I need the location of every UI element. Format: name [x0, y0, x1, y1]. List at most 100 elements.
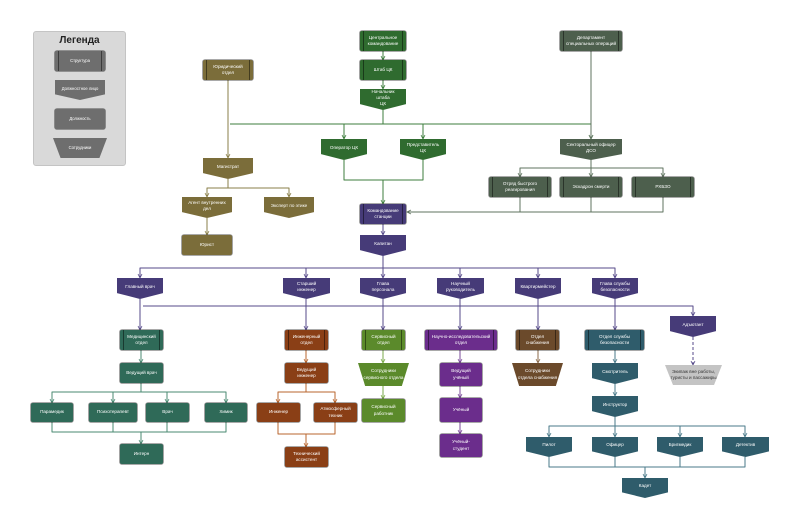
- node-service-worker: Сервисный работник: [362, 399, 405, 422]
- node-magistrate: Магистрат: [203, 158, 253, 179]
- node-label: Сотрудники сервисного отдела: [363, 368, 404, 380]
- node-label: Секторальный офицер ДСО: [566, 141, 616, 153]
- node-label: Представитель ЦК: [406, 141, 440, 153]
- node-science-dept: Научно-исследовательский отдел: [425, 330, 497, 350]
- node-hos: Глава службы безопасности: [592, 278, 638, 299]
- connector-arrow: [383, 123, 591, 139]
- connector-arrow: [306, 391, 335, 403]
- connector-arrow: [520, 160, 592, 177]
- legend-title: Легенда: [59, 35, 100, 46]
- connector-arrow: [591, 167, 663, 177]
- node-label: Психотерапевт: [96, 409, 130, 415]
- node-label: Отдел службы безопасности: [599, 333, 630, 345]
- node-iaa: Агент внутренних дел: [182, 197, 232, 218]
- node-label: Детектив: [735, 442, 756, 448]
- node-service-staff: Сотрудники сервисного отдела: [358, 363, 409, 386]
- node-label: Учёный: [452, 406, 470, 412]
- node-ethics: Эксперт по этике: [264, 197, 314, 218]
- connector-arrow: [228, 187, 289, 197]
- node-label: Сервисный работник: [371, 404, 396, 416]
- node-label: Врач: [162, 409, 173, 415]
- node-label: Сервисный отдел: [371, 333, 396, 345]
- connector-arrow: [51, 422, 227, 433]
- node-doctor: Врач: [146, 403, 189, 422]
- connector-arrow: [52, 383, 142, 403]
- connector-arrow: [615, 425, 745, 437]
- node-label: Квартирмейстер: [520, 283, 556, 289]
- node-supply-dept: Отдел снабжения: [516, 330, 559, 350]
- node-label: Ведущий врач: [126, 369, 157, 375]
- node-detective: Детектив: [722, 437, 769, 457]
- node-label: Парамедик: [40, 409, 64, 415]
- node-ert: Отряд быстрого реагирования: [489, 177, 551, 197]
- node-label: Штаб ЦК: [373, 66, 393, 72]
- node-label: Оператор ЦК: [329, 144, 359, 150]
- node-label: Экипаж вне работы, туристы и пассажиры: [670, 368, 717, 380]
- node-label: Инженерный отдел: [292, 333, 321, 345]
- node-label: Офицер: [606, 442, 624, 448]
- node-lead-scientist: Ведущий учёный: [440, 363, 482, 386]
- node-label: Научный руководитель: [445, 280, 476, 292]
- node-engineer: Инженер: [257, 403, 300, 422]
- node-adjutant: Адъютант: [670, 316, 716, 337]
- legend-staff-label: Сотрудники: [68, 145, 92, 151]
- node-label: Главный врач: [125, 283, 155, 289]
- node-label: Сотрудники отдела снабжения: [517, 368, 558, 380]
- node-atmos: Атмосферный техник: [314, 403, 357, 422]
- node-label: Ведущий учёный: [451, 368, 471, 380]
- node-security-dept: Отдел службы безопасности: [585, 330, 644, 350]
- connector-arrow: [383, 267, 615, 278]
- legend-staff: Сотрудники: [53, 138, 107, 158]
- node-label: Юрист: [199, 241, 215, 247]
- node-label: Агент внутренних дел: [188, 199, 226, 211]
- node-hop: Глава персонала: [360, 278, 406, 299]
- node-lead-engineer: Ведущий инженер: [285, 363, 328, 383]
- node-psychologist: Психотерапевт: [89, 403, 137, 422]
- legend-official: Должностное лицо: [55, 80, 105, 100]
- node-label: Медицинский отдел: [127, 333, 156, 345]
- node-centcom: Центральное командование: [360, 31, 406, 51]
- node-label: Научно-исследовательский отдел: [431, 333, 491, 345]
- node-label: Магистрат: [216, 163, 240, 169]
- connector-arrow: [278, 383, 307, 403]
- node-officer: Офицер: [592, 437, 638, 457]
- connector-arrow: [549, 417, 616, 437]
- node-station-command: Командование станции: [360, 204, 406, 224]
- node-label: Старший инженер: [296, 280, 317, 292]
- legend-position: Должность: [55, 109, 105, 129]
- node-brigmedic: Бригмедик: [657, 437, 703, 457]
- node-label: Химик: [219, 409, 233, 415]
- node-rhbzo: РХБЗО: [632, 177, 694, 197]
- legend-position-label: Должность: [69, 116, 91, 122]
- node-deathsquad: Эскадрон смерти: [560, 177, 622, 197]
- node-offduty: Экипаж вне работы, туристы и пассажиры: [665, 365, 722, 385]
- node-label: Эскадрон смерти: [572, 183, 610, 189]
- node-scientist: Учёный: [440, 398, 482, 422]
- legend-structure: Структура: [55, 51, 105, 71]
- node-tech-assistant: Технический ассистент: [285, 447, 328, 467]
- legend-structure-label: Структура: [70, 58, 90, 64]
- node-warden: Смотритель: [592, 363, 638, 384]
- connector-arrow: [143, 305, 693, 316]
- connector-arrow: [140, 256, 384, 278]
- node-label: Юридический отдел: [213, 63, 243, 75]
- node-centcom-chief: Начальник штаба ЦК: [360, 89, 406, 110]
- legend-panel: Легенда Структура Должностное лицо Должн…: [33, 31, 126, 166]
- node-dso: Департамент специальных операций: [560, 31, 622, 51]
- node-label: Атмосферный техник: [320, 406, 351, 418]
- node-label: Инженер: [268, 409, 289, 415]
- node-engineering-dept: Инженерный отдел: [285, 330, 328, 350]
- node-label: Ведущий инженер: [296, 366, 317, 378]
- node-label: Учёный-студент: [452, 439, 470, 451]
- node-label: Кадет: [638, 483, 652, 489]
- node-label: Технический ассистент: [293, 450, 320, 462]
- node-dso-officer: Секторальный офицер ДСО: [560, 139, 622, 160]
- node-label: Смотритель: [602, 368, 628, 374]
- node-medical-dept: Медицинский отдел: [120, 330, 163, 350]
- node-label: Департамент специальных операций: [565, 34, 617, 46]
- node-student-scientist: Учёный-студент: [440, 434, 482, 457]
- node-cadet: Кадет: [622, 478, 668, 498]
- node-label: Командование станции: [367, 207, 399, 219]
- node-label: Отдел снабжения: [525, 333, 550, 345]
